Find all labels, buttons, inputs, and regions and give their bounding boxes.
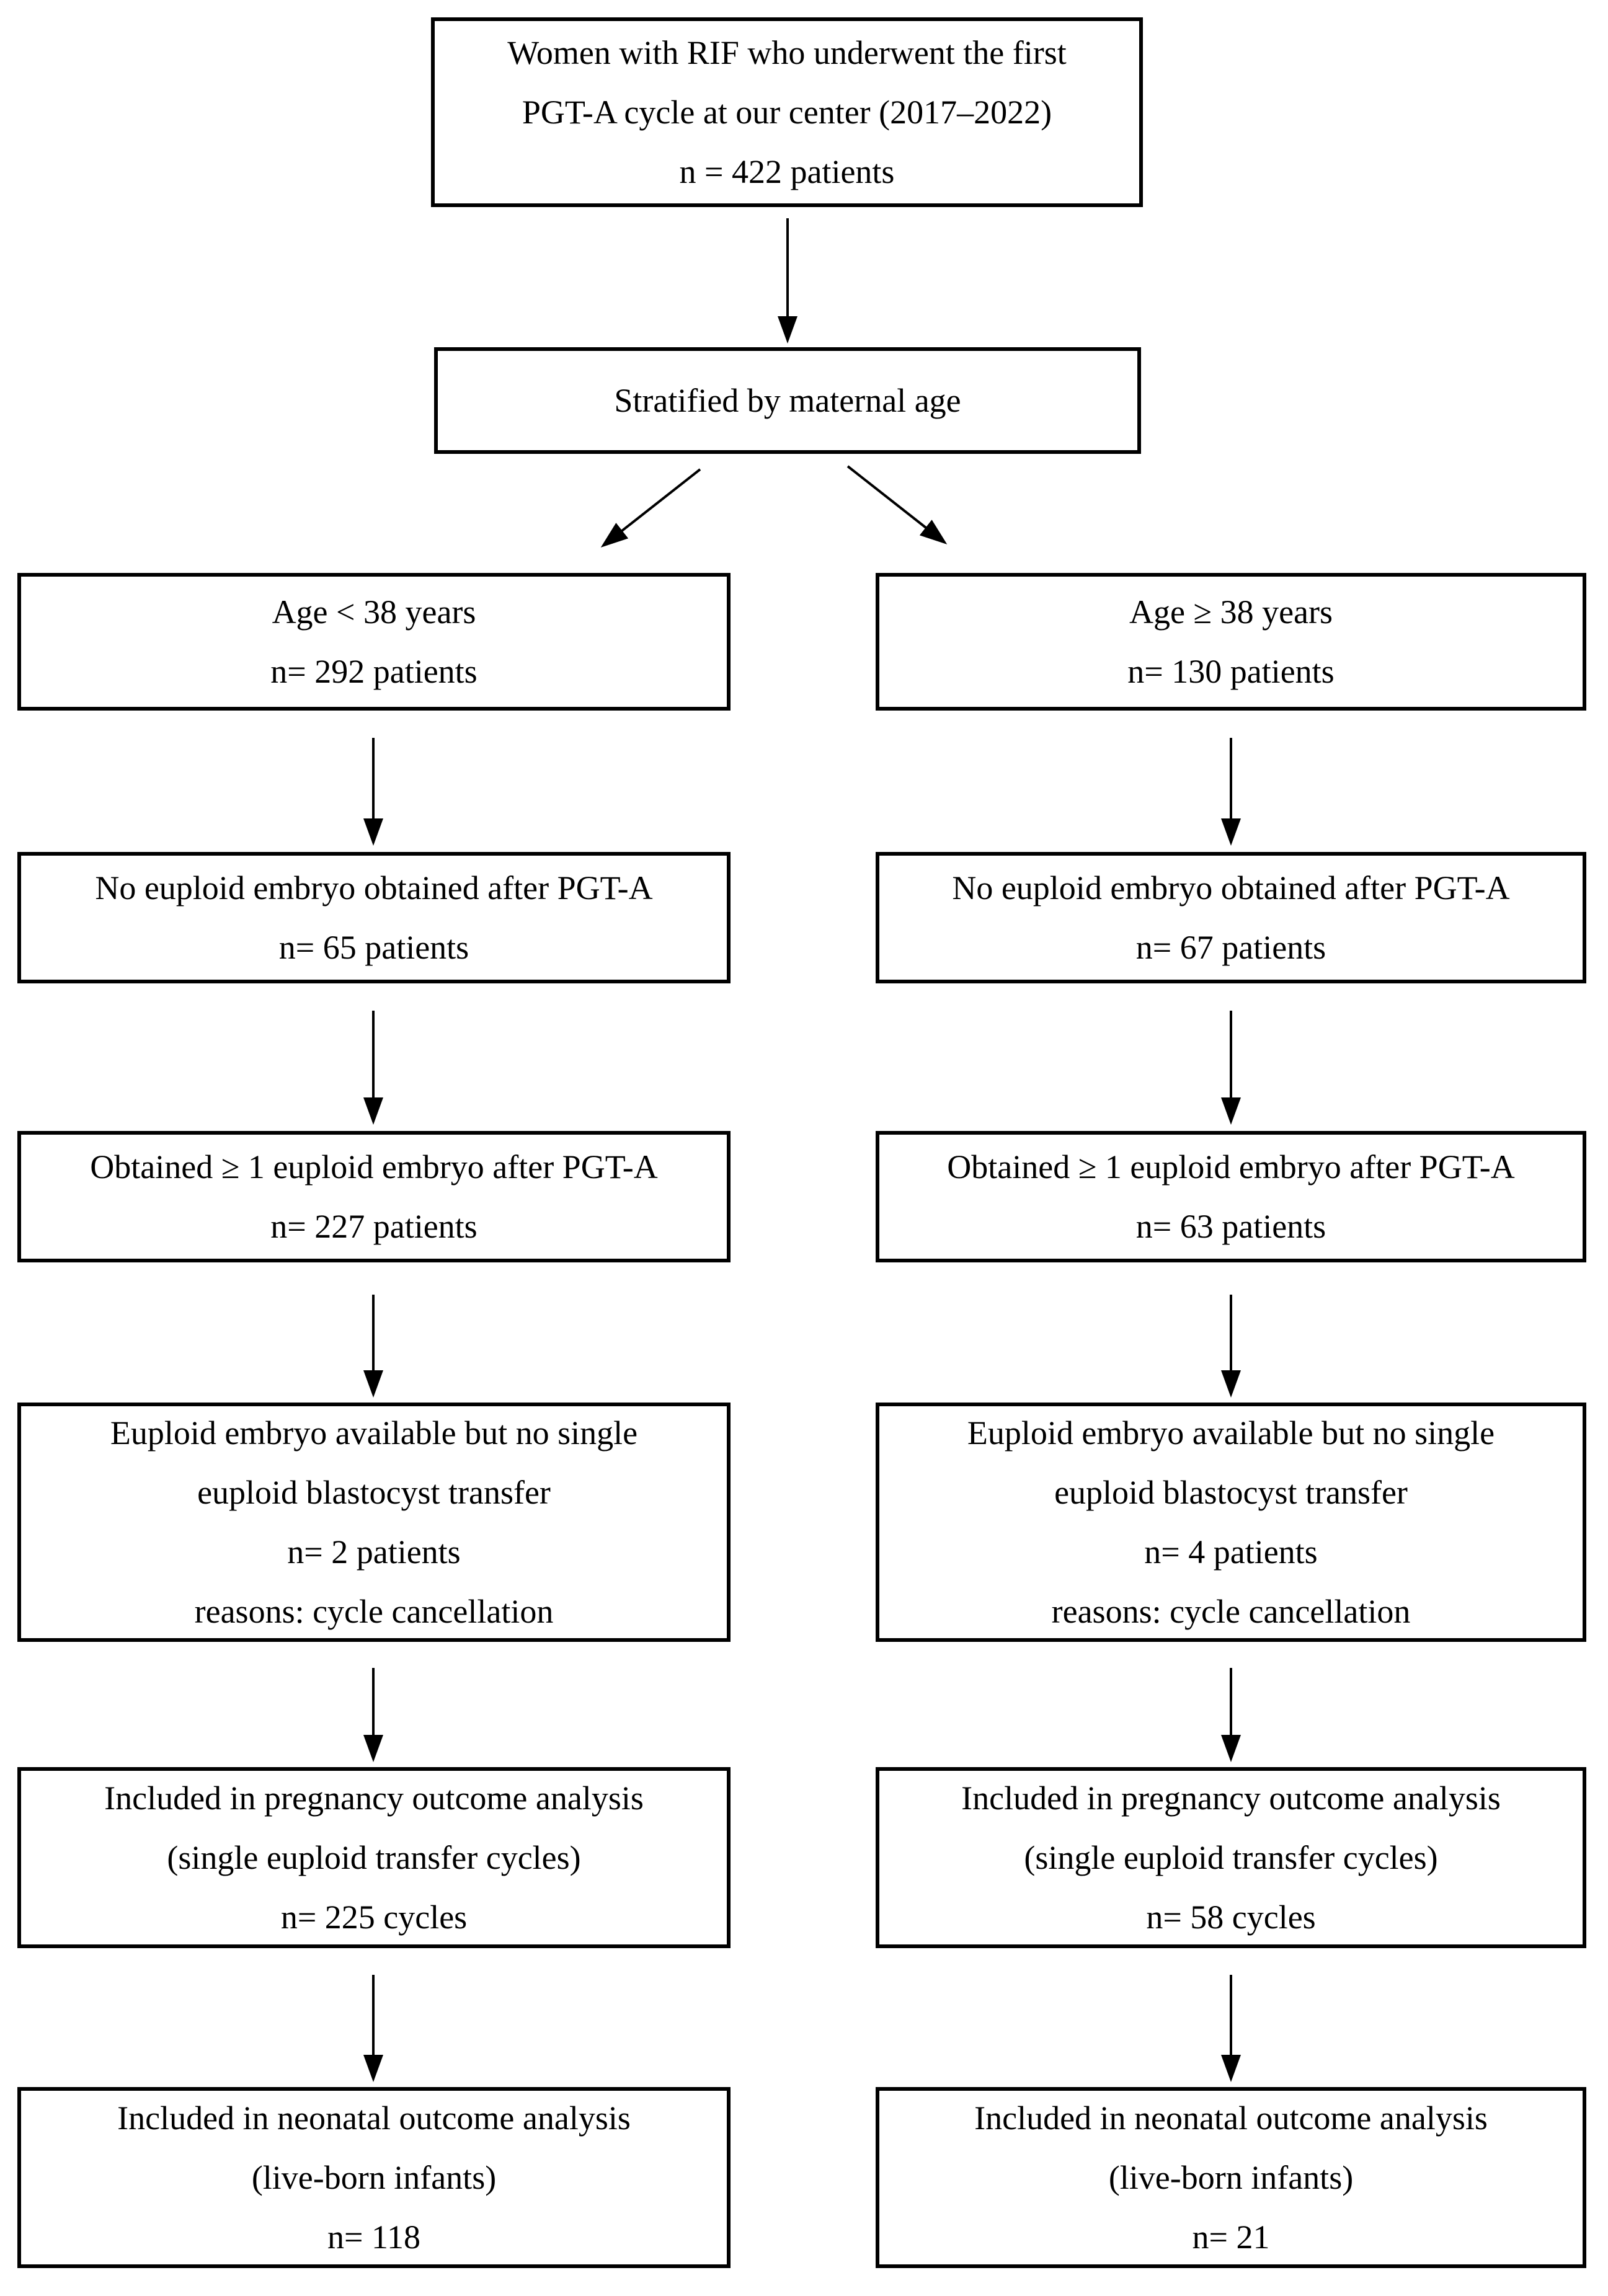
- box-text-line: (live-born infants): [1108, 2159, 1354, 2196]
- box-text-line: Included in pregnancy outcome analysis: [104, 1780, 644, 1817]
- box-neonatal-outcome-right: Included in neonatal outcome analysis (l…: [876, 2087, 1586, 2268]
- box-text-line: n = 422 patients: [679, 153, 895, 190]
- box-text-line: (single euploid transfer cycles): [1024, 1839, 1438, 1876]
- box-no-euploid-left: No euploid embryo obtained after PGT-A n…: [17, 852, 731, 983]
- box-age-under-38: Age < 38 years n= 292 patients: [17, 573, 731, 711]
- box-text-line: No euploid embryo obtained after PGT-A: [95, 869, 653, 906]
- box-text-line: n= 130 patients: [1127, 653, 1335, 690]
- box-text-line: reasons: cycle cancellation: [194, 1593, 554, 1630]
- box-neonatal-outcome-left: Included in neonatal outcome analysis (l…: [17, 2087, 731, 2268]
- box-text-line: n= 227 patients: [270, 1208, 478, 1245]
- box-text-line: n= 63 patients: [1135, 1208, 1326, 1245]
- box-text-line: Included in neonatal outcome analysis: [117, 2099, 631, 2137]
- box-text-line: n= 4 patients: [1144, 1533, 1318, 1571]
- box-text-line: euploid blastocyst transfer: [197, 1474, 551, 1511]
- arrow-diagonal-left-icon: [600, 468, 701, 547]
- box-text-line: Euploid embryo available but no single: [967, 1414, 1495, 1452]
- box-text-line: Stratified by maternal age: [614, 382, 961, 419]
- box-text-line: Euploid embryo available but no single: [110, 1414, 638, 1452]
- box-obtained-euploid-right: Obtained ≥ 1 euploid embryo after PGT-A …: [876, 1131, 1586, 1262]
- box-text-line: Included in neonatal outcome analysis: [974, 2099, 1488, 2137]
- box-no-transfer-right: Euploid embryo available but no single e…: [876, 1403, 1586, 1642]
- box-text-line: n= 58 cycles: [1146, 1899, 1316, 1936]
- box-text-line: n= 225 cycles: [280, 1899, 468, 1936]
- box-text-line: reasons: cycle cancellation: [1051, 1593, 1411, 1630]
- box-text-line: n= 292 patients: [270, 653, 478, 690]
- box-text-line: n= 67 patients: [1135, 929, 1326, 966]
- box-stratified-by-age: Stratified by maternal age: [434, 347, 1141, 454]
- box-text-line: (single euploid transfer cycles): [167, 1839, 581, 1876]
- box-text-line: Obtained ≥ 1 euploid embryo after PGT-A: [90, 1148, 658, 1186]
- box-text-line: Obtained ≥ 1 euploid embryo after PGT-A: [947, 1148, 1515, 1186]
- box-text-line: No euploid embryo obtained after PGT-A: [952, 869, 1510, 906]
- box-text-line: n= 118: [327, 2218, 420, 2256]
- box-text-line: Age < 38 years: [272, 593, 476, 631]
- box-text-line: n= 65 patients: [278, 929, 469, 966]
- box-no-euploid-right: No euploid embryo obtained after PGT-A n…: [876, 852, 1586, 983]
- box-no-transfer-left: Euploid embryo available but no single e…: [17, 1403, 731, 1642]
- arrow-diagonal-right-icon: [846, 465, 948, 544]
- box-text-line: PGT-A cycle at our center (2017–2022): [522, 94, 1052, 131]
- box-text-line: Women with RIF who underwent the first: [507, 34, 1067, 71]
- box-obtained-euploid-left: Obtained ≥ 1 euploid embryo after PGT-A …: [17, 1131, 731, 1262]
- box-text-line: (live-born infants): [251, 2159, 497, 2196]
- box-pregnancy-outcome-left: Included in pregnancy outcome analysis (…: [17, 1767, 731, 1948]
- box-text-line: n= 21: [1192, 2218, 1270, 2256]
- box-root-population: Women with RIF who underwent the first P…: [431, 17, 1143, 207]
- box-text-line: Included in pregnancy outcome analysis: [961, 1780, 1501, 1817]
- box-pregnancy-outcome-right: Included in pregnancy outcome analysis (…: [876, 1767, 1586, 1948]
- box-text-line: euploid blastocyst transfer: [1054, 1474, 1408, 1511]
- box-age-38-and-over: Age ≥ 38 years n= 130 patients: [876, 573, 1586, 711]
- box-text-line: n= 2 patients: [287, 1533, 461, 1571]
- box-text-line: Age ≥ 38 years: [1129, 593, 1333, 631]
